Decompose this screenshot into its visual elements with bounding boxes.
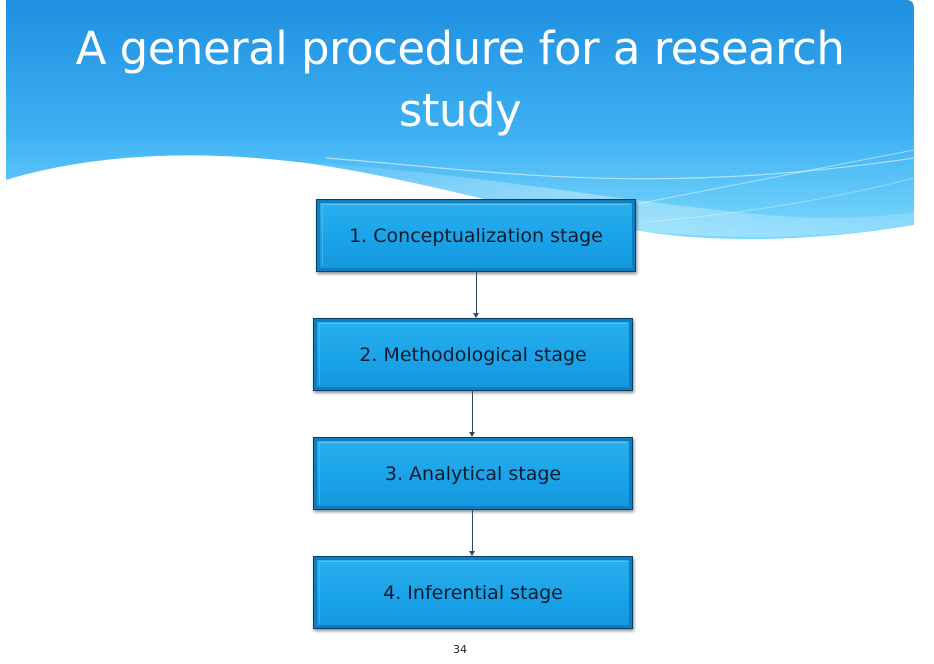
page-number: 34 (453, 643, 467, 656)
arrow-down-icon (469, 551, 475, 556)
stage-label: 1. Conceptualization stage (349, 224, 603, 247)
arrow-down-icon (473, 313, 479, 318)
connector-line-3-4 (472, 510, 473, 552)
stage-label: 4. Inferential stage (383, 581, 563, 604)
stage-label: 3. Analytical stage (384, 462, 562, 485)
stage-box-inferential: 4. Inferential stage (313, 556, 633, 629)
connector-line-1-2 (476, 272, 477, 314)
stage-label: 2. Methodological stage (359, 343, 587, 366)
stage-box-analytical: 3. Analytical stage (313, 437, 633, 510)
stage-box-conceptualization: 1. Conceptualization stage (316, 199, 636, 272)
connector-line-2-3 (472, 391, 473, 433)
arrow-down-icon (469, 432, 475, 437)
header-wave-background (6, 0, 914, 240)
slide-title: A general procedure for a research study (75, 22, 845, 137)
stage-box-methodological: 2. Methodological stage (313, 318, 633, 391)
